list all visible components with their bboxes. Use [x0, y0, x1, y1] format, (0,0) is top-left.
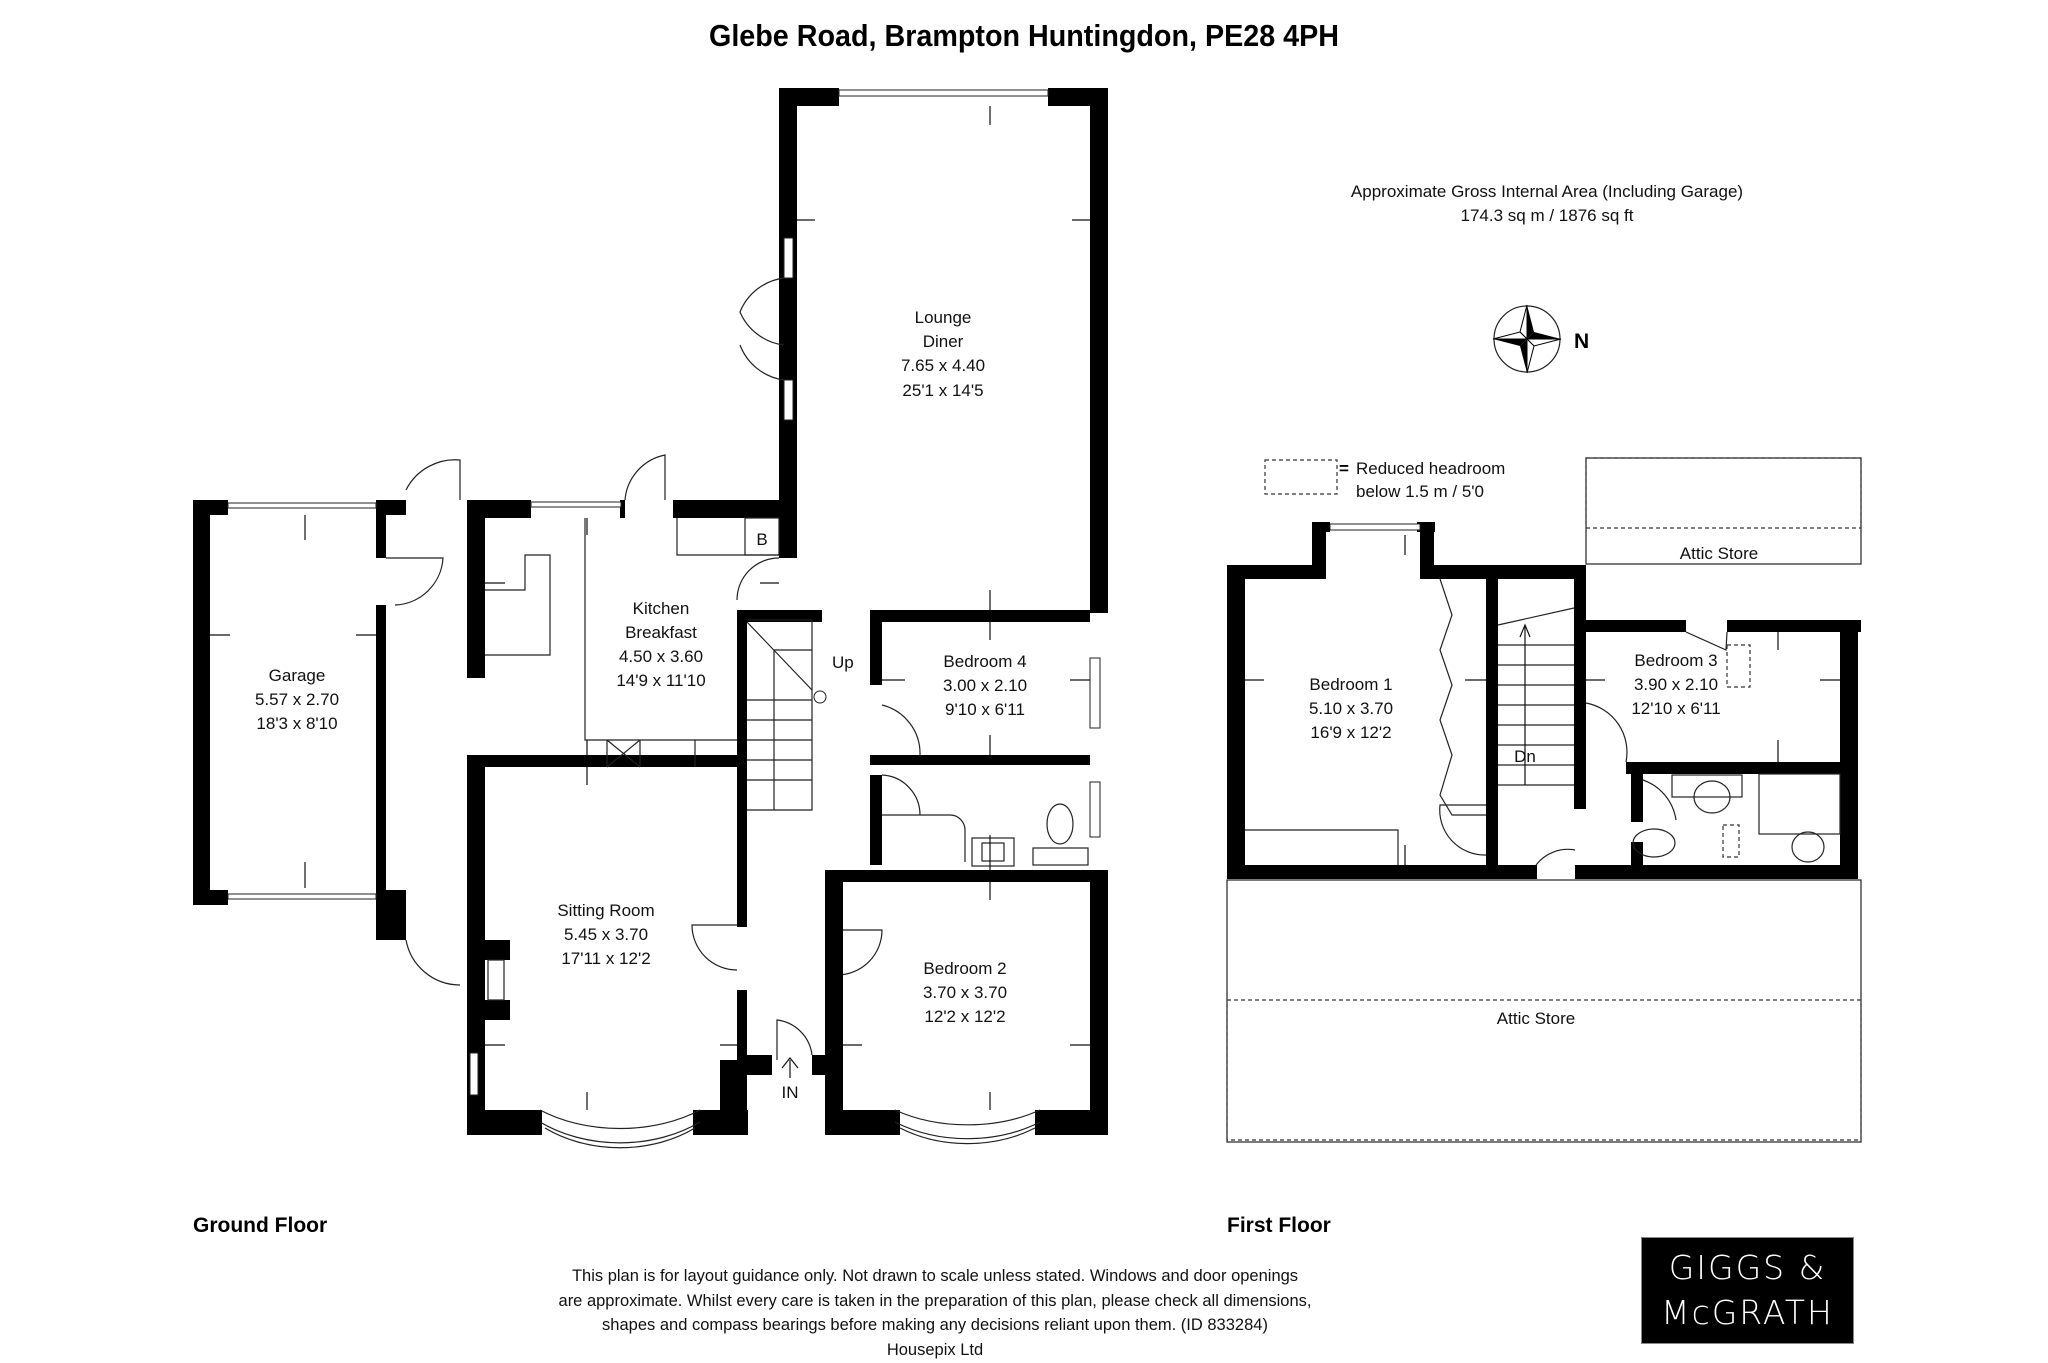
- legend-equals: =: [1339, 459, 1349, 478]
- room-lounge-diner: Lounge Diner 7.65 x 4.40 25'1 x 14'5: [901, 308, 985, 400]
- page-title: Glebe Road, Brampton Huntingdon, PE28 4P…: [709, 18, 1339, 53]
- bedroom1-window: [1329, 523, 1421, 531]
- svg-text:Lounge: Lounge: [915, 308, 972, 327]
- sitting-room-walls: [467, 767, 748, 1135]
- svg-text:Garage: Garage: [269, 666, 326, 685]
- logo-line-1: GIGGS &: [1668, 1248, 1827, 1287]
- entrance-arrow-icon: [781, 1057, 799, 1078]
- room-attic-store-upper: Attic Store: [1680, 544, 1758, 563]
- legend-line1: Reduced headroom: [1356, 459, 1505, 478]
- disclaimer: This plan is for layout guidance only. N…: [540, 1264, 1330, 1362]
- room-bedroom-2: Bedroom 2 3.70 x 3.70 12'2 x 12'2: [923, 959, 1007, 1026]
- room-garage: Garage 5.57 x 2.70 18'3 x 8'10: [255, 666, 339, 733]
- svg-text:5.57 x 2.70: 5.57 x 2.70: [255, 690, 339, 709]
- garage-walls: [193, 500, 406, 940]
- sitting-room-window-side: [469, 1052, 479, 1096]
- svg-text:4.50 x 3.60: 4.50 x 3.60: [619, 647, 703, 666]
- svg-text:Bedroom 2: Bedroom 2: [923, 959, 1006, 978]
- room-kitchen-breakfast: Kitchen Breakfast 4.50 x 3.60 14'9 x 11'…: [616, 599, 705, 690]
- svg-text:Kitchen: Kitchen: [633, 599, 690, 618]
- area-value: 174.3 sq m / 1876 sq ft: [1461, 206, 1634, 225]
- svg-text:12'2 x 12'2: 12'2 x 12'2: [924, 1007, 1005, 1026]
- dimension-arrows: [210, 106, 1090, 1110]
- svg-text:Bedroom 4: Bedroom 4: [943, 652, 1026, 671]
- stairs-up-label: Up: [832, 653, 854, 672]
- entrance-label: IN: [782, 1083, 799, 1102]
- giggs-mcgrath-logo: GIGGS & McGRATH: [1641, 1237, 1854, 1344]
- disclaimer-line-1: This plan is for layout guidance only. N…: [571, 1267, 1299, 1285]
- room-bedroom-4: Bedroom 4 3.00 x 2.10 9'10 x 6'11: [943, 652, 1027, 719]
- staircase-up: [746, 619, 827, 811]
- svg-text:12'10 x 6'11: 12'10 x 6'11: [1631, 699, 1720, 718]
- ground-floor-label: Ground Floor: [193, 1214, 327, 1237]
- garage-door-bottom: [227, 893, 377, 900]
- legend-line2: below 1.5 m / 5'0: [1356, 482, 1484, 501]
- lounge-window-left-2: [783, 379, 794, 421]
- svg-text:Diner: Diner: [923, 332, 964, 351]
- room-sitting-room: Sitting Room 5.45 x 3.70 17'11 x 12'2: [557, 901, 654, 968]
- logo-line-2: McGRATH: [1661, 1293, 1834, 1332]
- room-bedroom-1: Bedroom 1 5.10 x 3.70 16'9 x 12'2: [1309, 675, 1393, 742]
- lounge-window-top: [838, 89, 1049, 97]
- svg-text:16'9 x 12'2: 16'9 x 12'2: [1310, 723, 1391, 742]
- attic-store-upper-area: [1585, 457, 1862, 529]
- stairs-down-label: Dn: [1514, 747, 1536, 766]
- svg-text:5.10 x 3.70: 5.10 x 3.70: [1309, 699, 1393, 718]
- svg-text:Breakfast: Breakfast: [625, 623, 697, 642]
- disclaimer-line-4: Housepix Ltd: [886, 1340, 984, 1359]
- svg-text:5.45 x 3.70: 5.45 x 3.70: [564, 925, 648, 944]
- area-label: Approximate Gross Internal Area (Includi…: [1351, 182, 1743, 201]
- hall-walls: [737, 610, 1090, 1130]
- lounge-walls: [779, 88, 1108, 613]
- ground-floor-plan: B: [193, 88, 1108, 1149]
- kitchen-window: [530, 501, 622, 508]
- first-floor-plan: Dn Bedroom 1 5.10 x 3.70 16'9 x 1: [1226, 457, 1862, 1143]
- svg-text:3.90 x 2.10: 3.90 x 2.10: [1634, 675, 1718, 694]
- garage-door-top: [227, 502, 377, 509]
- svg-text:3.70 x 3.70: 3.70 x 3.70: [923, 983, 1007, 1002]
- bathroom-fixtures: [881, 774, 1101, 867]
- svg-text:25'1 x 14'5: 25'1 x 14'5: [902, 381, 983, 400]
- first-floor-walls: [1227, 522, 1861, 879]
- bedroom2-walls: [825, 870, 1108, 1135]
- bedroom3-reduced-headroom: [1726, 644, 1751, 688]
- disclaimer-line-2: are approximate. Whilst every care is ta…: [558, 1291, 1312, 1310]
- first-floor-label: First Floor: [1227, 1214, 1331, 1237]
- staircase-down: [1497, 607, 1575, 786]
- dimension-arrows-first: [1245, 535, 1840, 865]
- svg-text:14'9 x 11'10: 14'9 x 11'10: [616, 671, 705, 690]
- svg-text:Bedroom 3: Bedroom 3: [1634, 651, 1717, 670]
- svg-text:7.65 x 4.40: 7.65 x 4.40: [901, 356, 985, 375]
- svg-text:Sitting Room: Sitting Room: [557, 901, 654, 920]
- bedroom4-window: [1089, 657, 1101, 729]
- compass-rose-icon: [1492, 304, 1562, 374]
- compass-north-label: N: [1574, 330, 1589, 353]
- svg-text:9'10 x 6'11: 9'10 x 6'11: [945, 700, 1025, 719]
- svg-text:3.00 x 2.10: 3.00 x 2.10: [943, 676, 1027, 695]
- room-attic-store-lower: Attic Store: [1497, 1009, 1575, 1028]
- boiler-label: B: [756, 530, 767, 549]
- attic-store-lower-area: [1226, 999, 1862, 1141]
- disclaimer-line-3: shapes and compass bearings before makin…: [602, 1316, 1268, 1334]
- room-bedroom-3: Bedroom 3 3.90 x 2.10 12'10 x 6'11: [1631, 651, 1720, 718]
- svg-text:18'3 x 8'10: 18'3 x 8'10: [256, 714, 337, 733]
- ensuite-fixtures: [1632, 773, 1841, 863]
- svg-text:17'11 x 12'2: 17'11 x 12'2: [561, 949, 650, 968]
- svg-text:Bedroom 1: Bedroom 1: [1309, 675, 1392, 694]
- reduced-headroom-legend-icon: [1264, 459, 1338, 495]
- lounge-window-left-1: [783, 237, 794, 279]
